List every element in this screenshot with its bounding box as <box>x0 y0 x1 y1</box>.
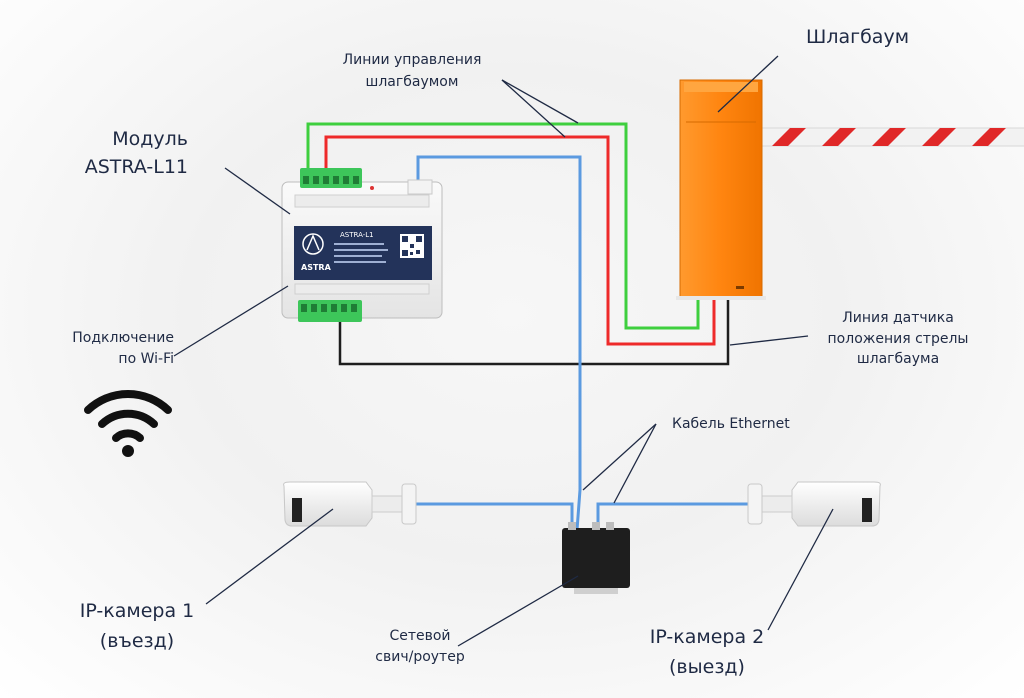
label-ethernet: Кабель Ethernet <box>672 416 790 432</box>
astra-logo <box>302 233 324 255</box>
wire-blue-module <box>416 155 582 531</box>
barrier-icon <box>676 79 766 300</box>
label-control-lines: Линии управления шлагбаумом <box>342 52 482 90</box>
label-module: Модуль ASTRA-L11 <box>84 128 188 178</box>
camera-icon <box>283 481 417 527</box>
camera-icon <box>747 481 881 527</box>
switch-icon <box>562 522 630 594</box>
leader-lines <box>173 55 834 647</box>
label-wifi: Подключение по Wi-Fi <box>72 330 174 367</box>
wire-green <box>306 122 700 330</box>
label-switch: Сетевой свич/роутер <box>375 628 465 665</box>
label-camera-2: IP-камера 2 (выезд) <box>649 626 765 678</box>
wifi-icon <box>84 390 172 442</box>
device-brand-text: ASTRA <box>301 263 332 272</box>
device-model-text: ASTRA-L1 <box>340 231 374 239</box>
wire-red <box>324 135 716 346</box>
wire-blue-camera2 <box>596 502 752 530</box>
wire-black <box>338 298 730 366</box>
module-icon: ASTRA-L1 ASTRA <box>281 168 443 322</box>
label-sensor-line: Линия датчика положения стрелы шлагбаума <box>827 310 969 367</box>
wifi-dot <box>122 445 134 457</box>
wire-blue-camera1 <box>414 502 574 530</box>
label-camera-1: IP-камера 1 (въезд) <box>79 600 195 652</box>
barrier-arm <box>757 127 1024 147</box>
label-barrier: Шлагбаум <box>806 26 910 48</box>
